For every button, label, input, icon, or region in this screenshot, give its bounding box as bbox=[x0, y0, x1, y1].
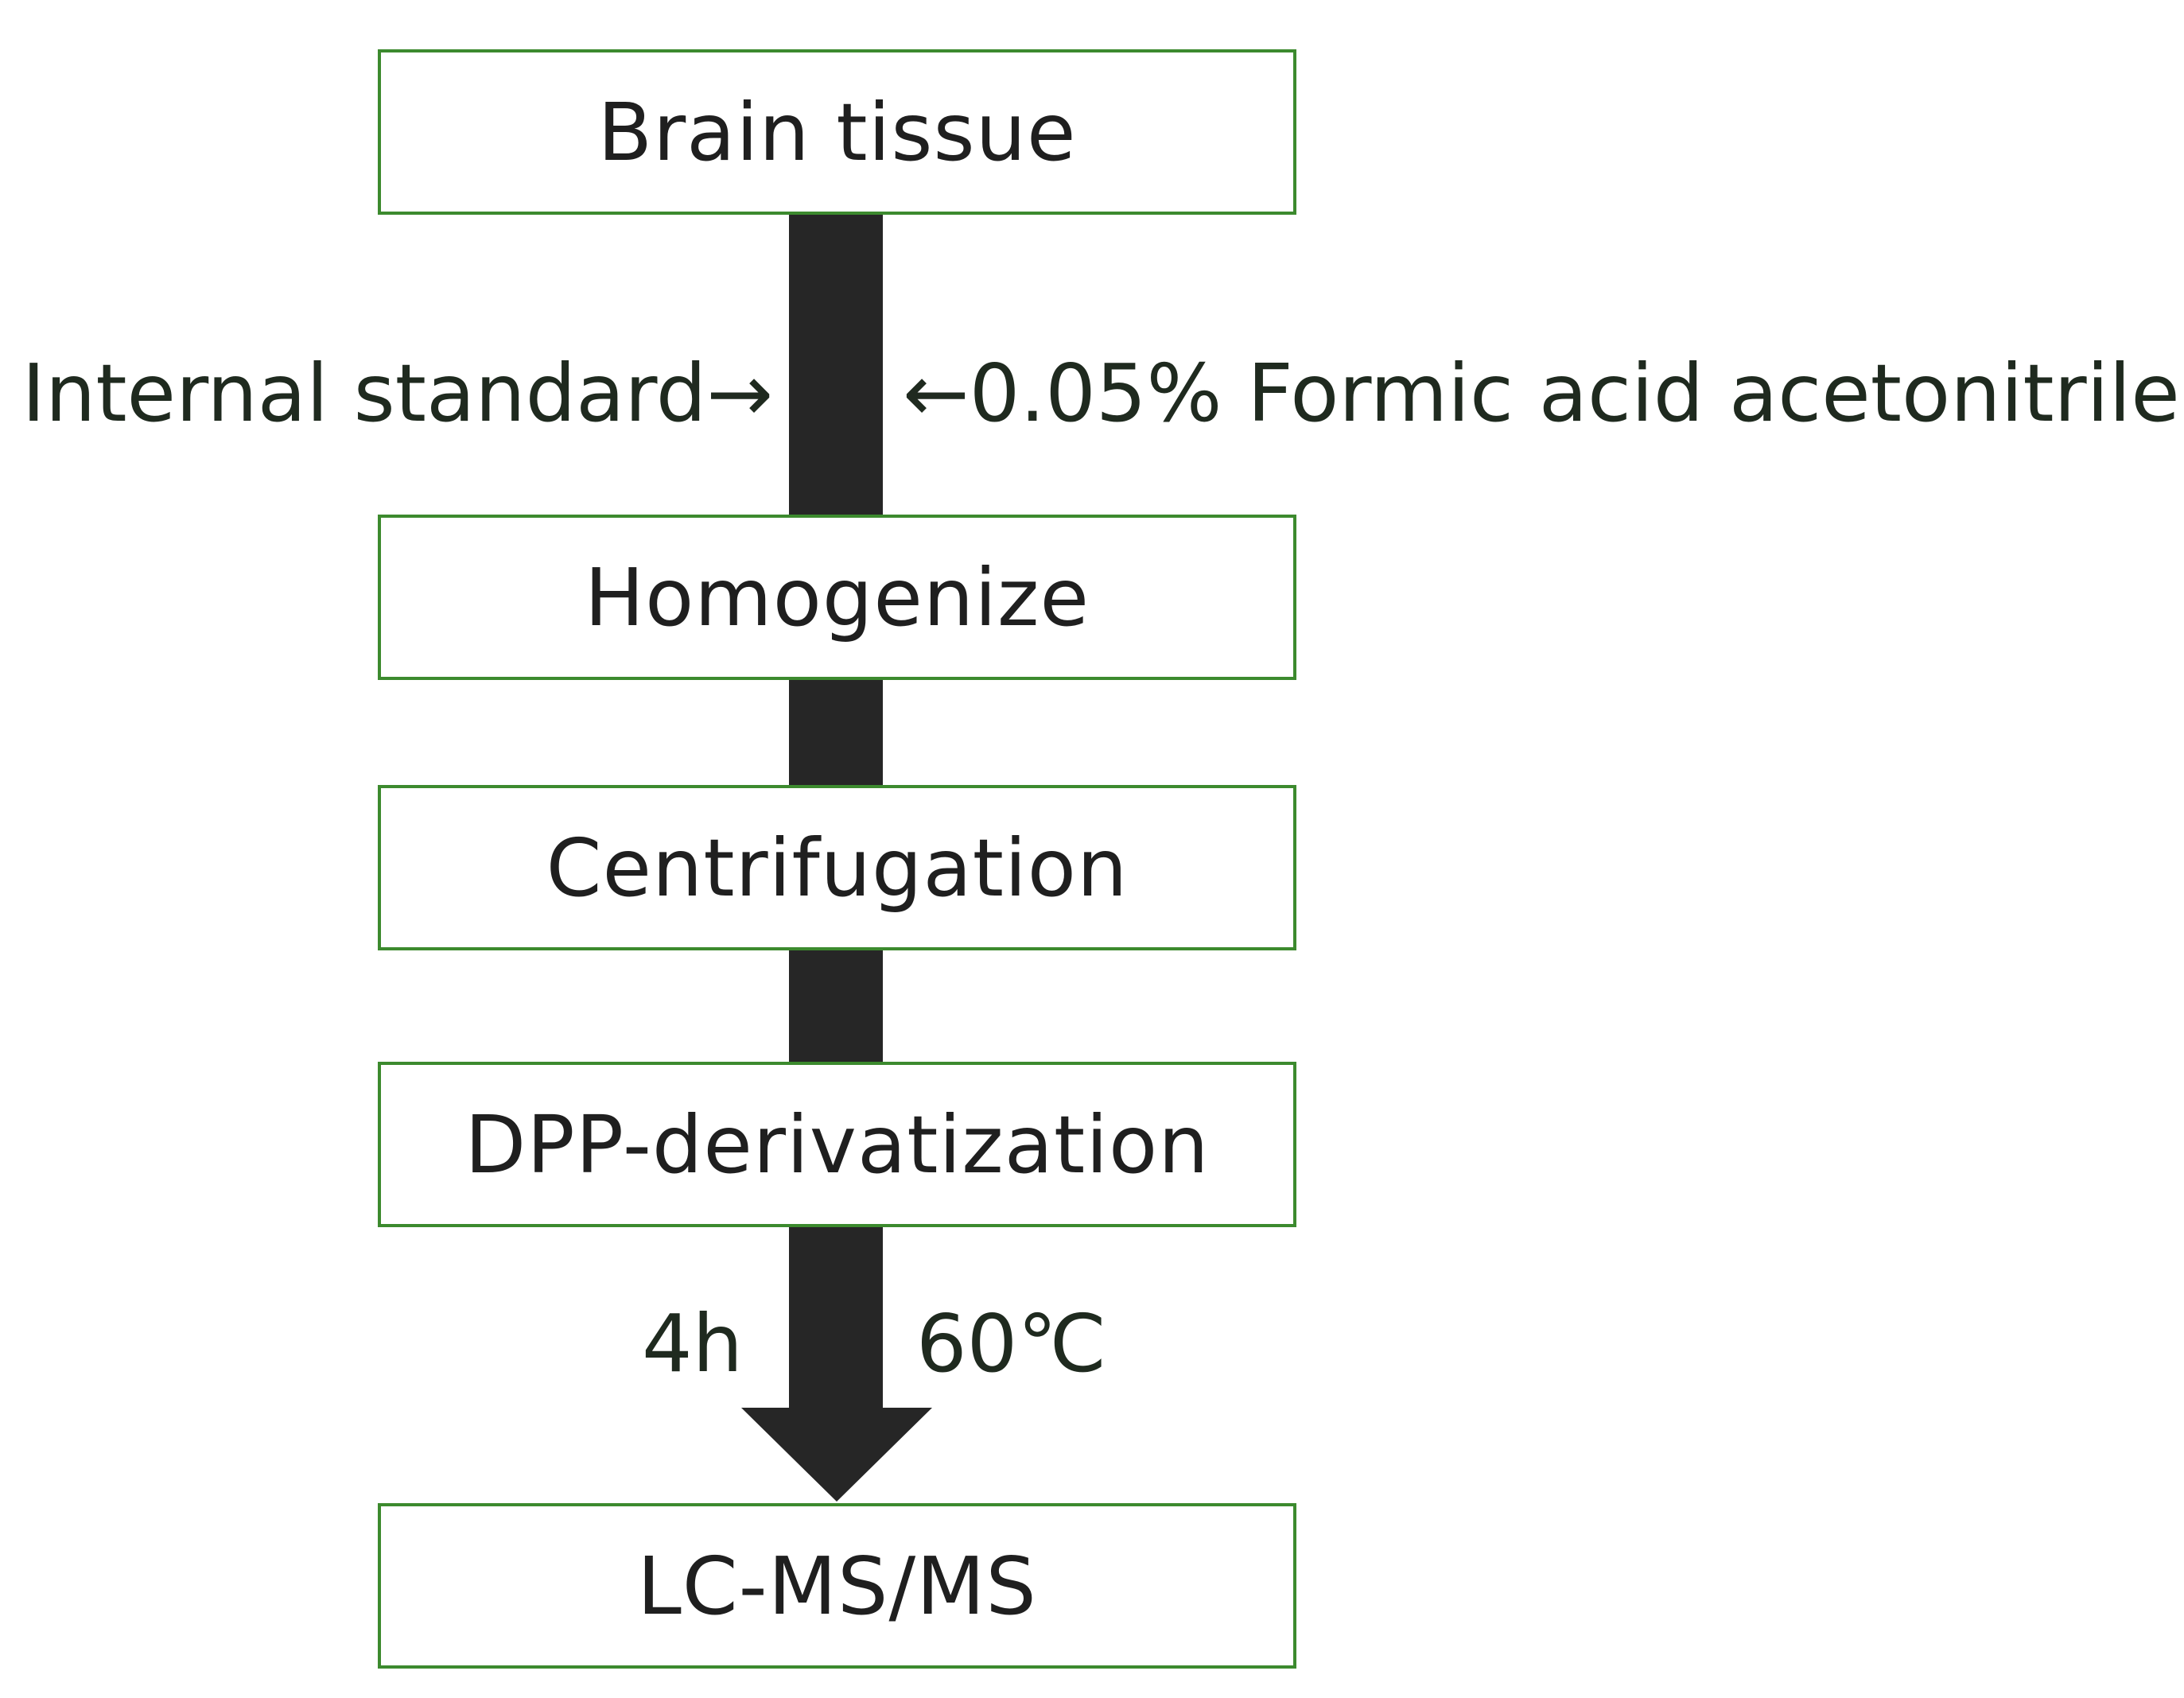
step-dpp-derivatization: DPP-derivatization bbox=[378, 1062, 1296, 1227]
label-internal-standard: Internal standard→ bbox=[21, 347, 773, 440]
connector-derivatization-to-lcms bbox=[789, 1227, 883, 1410]
connector-tissue-to-homogenize bbox=[789, 215, 883, 515]
label-formic-acid-acetonitrile: ←0.05% Formic acid acetonitrile bbox=[903, 347, 2180, 440]
step-centrifugation: Centrifugation bbox=[378, 785, 1296, 950]
step-lc-ms-ms: LC-MS/MS bbox=[378, 1503, 1296, 1669]
connector-homogenize-to-centrifugation bbox=[789, 680, 883, 785]
label-reaction-temperature: 60℃ bbox=[916, 1297, 1107, 1390]
step-brain-tissue: Brain tissue bbox=[378, 49, 1296, 215]
connector-centrifugation-to-derivatization bbox=[789, 950, 883, 1062]
step-homogenize: Homogenize bbox=[378, 515, 1296, 680]
arrowhead-down-icon bbox=[741, 1408, 932, 1502]
label-reaction-time: 4h bbox=[641, 1297, 743, 1390]
